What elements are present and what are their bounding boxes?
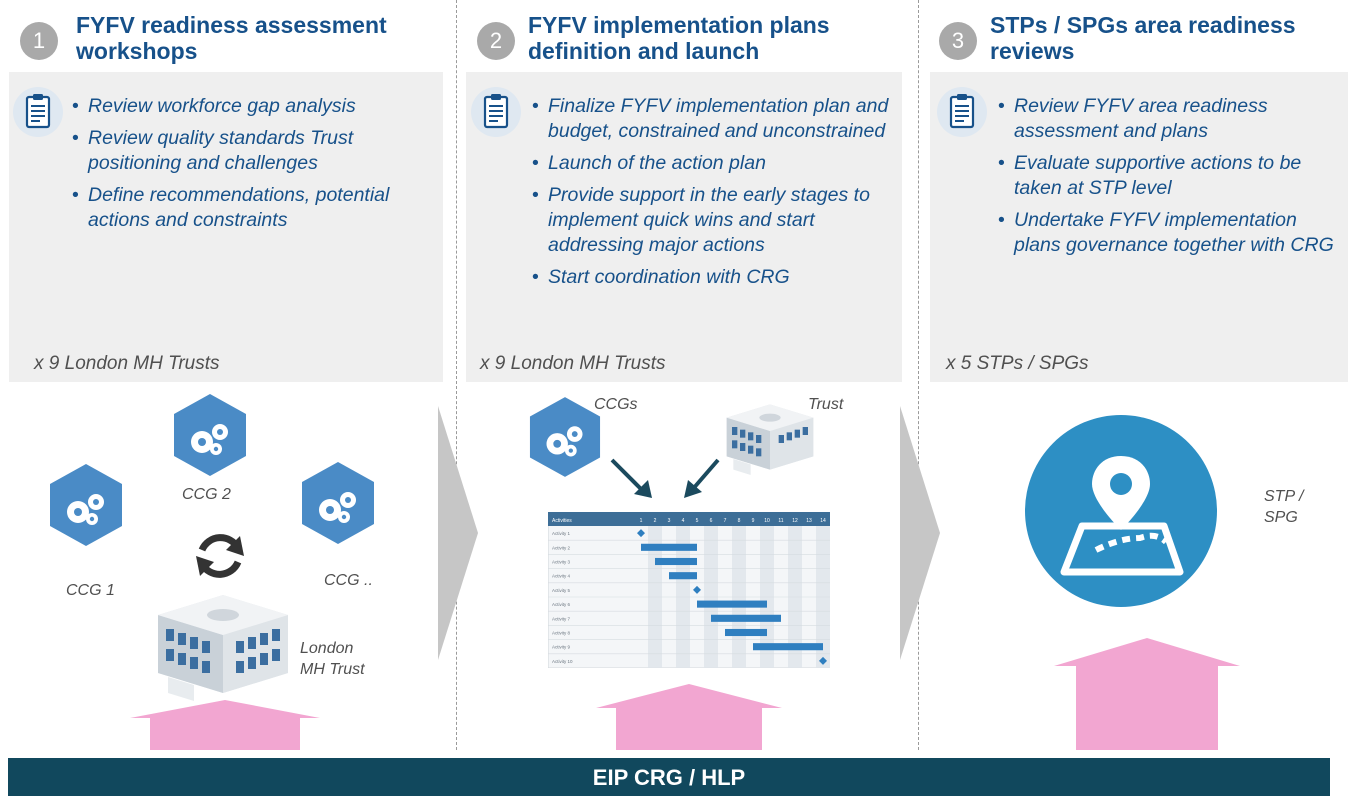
gears-icon: [529, 397, 601, 477]
ccgs-label: CCGs: [594, 396, 638, 413]
gantt-bar: [669, 572, 697, 580]
column-1-title: FYFV readiness assessment workshops: [76, 12, 387, 64]
ccg2-label: CCG 2: [182, 486, 231, 503]
gantt-row-label: Activity 1: [552, 531, 571, 536]
ccg3-label: CCG ..: [324, 572, 373, 589]
stp-spg-label: STP / SPG: [1264, 486, 1303, 528]
column-1-title-line-1: FYFV readiness assessment: [76, 12, 387, 38]
arrows-icon: [610, 458, 720, 498]
gantt-column-label: 1: [640, 518, 643, 524]
column-3-title-line-1: STPs / SPGs area readiness: [990, 12, 1296, 38]
gantt-column-label: 12: [792, 518, 798, 524]
gantt-column-label: 6: [710, 518, 713, 524]
trust-label-line-1: London: [300, 640, 354, 657]
column-2-count: x 9 London MH Trusts: [480, 353, 666, 374]
gantt-column-label: 11: [778, 518, 783, 524]
gantt-bar: [711, 614, 781, 622]
bullet-item: Evaluate supportive actions to be taken …: [998, 151, 1346, 201]
stp-spg-label-line-2: SPG: [1264, 509, 1298, 526]
gantt-row-label: Activity 10: [552, 659, 573, 664]
bullet-item: Start coordination with CRG: [532, 265, 896, 290]
bullet-item: Undertake FYFV implementation plans gove…: [998, 208, 1346, 258]
step-number-2: 2: [477, 22, 515, 60]
column-3-title: STPs / SPGs area readiness reviews: [990, 12, 1296, 64]
column-3-title-line-2: reviews: [990, 38, 1075, 64]
ccg1-label: CCG 1: [66, 582, 115, 599]
column-divider-2: [918, 0, 919, 750]
chevron-right-icon: [900, 406, 940, 660]
gantt-row-label: Activity 8: [552, 631, 571, 636]
clipboard-icon: [937, 87, 987, 137]
bullet-item: Define recommendations, potential action…: [72, 183, 417, 233]
clipboard-icon: [471, 87, 521, 137]
gantt-column-label: 5: [696, 518, 699, 524]
bullet-item: Launch of the action plan: [532, 151, 896, 176]
column-1-title-line-2: workshops: [76, 38, 198, 64]
gantt-column-label: 3: [668, 518, 671, 524]
map-pin-icon: [1025, 415, 1217, 607]
gantt-row-label: Activity 2: [552, 545, 571, 550]
column-2-bullets: Finalize FYFV implementation plan and bu…: [532, 94, 896, 297]
column-divider-1: [456, 0, 457, 750]
gantt-milestone: [637, 529, 645, 538]
column-2-title-line-1: FYFV implementation plans: [528, 12, 830, 38]
gantt-row-label: Activity 3: [552, 560, 571, 565]
column-1-count: x 9 London MH Trusts: [34, 353, 220, 374]
bullet-item: Review workforce gap analysis: [72, 94, 417, 119]
gantt-column-label: 7: [724, 518, 727, 524]
gantt-row-label: Activity 6: [552, 602, 571, 607]
gantt-column-label: 8: [738, 518, 741, 524]
gantt-column-label: 9: [752, 518, 755, 524]
gantt-milestone: [693, 585, 701, 594]
gantt-column-label: 2: [654, 518, 657, 524]
column-3-bullets: Review FYFV area readiness assessment an…: [998, 94, 1346, 265]
column-3-count: x 5 STPs / SPGs: [946, 353, 1089, 374]
refresh-icon: [196, 534, 244, 578]
gantt-row-label: Activity 9: [552, 645, 571, 650]
gears-icon: [50, 464, 122, 546]
bullet-item: Provide support in the early stages to i…: [532, 183, 896, 258]
gantt-milestone: [819, 656, 827, 665]
chevron-right-icon: [438, 406, 478, 660]
column-2-title-line-2: definition and launch: [528, 38, 760, 64]
bullet-item: Finalize FYFV implementation plan and bu…: [532, 94, 896, 144]
up-arrow-icon: [1054, 638, 1240, 750]
column-2-title: FYFV implementation plans definition and…: [528, 12, 830, 64]
gantt-column-label: 10: [764, 518, 770, 524]
gantt-row-label: Activity 7: [552, 616, 571, 621]
gantt-row-label: Activity 5: [552, 588, 571, 593]
gantt-header-label: Activities: [552, 518, 572, 524]
down-arrow-icon: [596, 684, 782, 750]
gantt-bar: [641, 543, 697, 551]
down-arrow-icon: [130, 700, 320, 750]
gears-icon: [174, 394, 246, 476]
hospital-icon: [158, 595, 288, 701]
trust-label: London MH Trust: [300, 638, 365, 680]
gantt-column-label: 14: [820, 518, 826, 524]
column-1-bullets: Review workforce gap analysis Review qua…: [72, 94, 417, 240]
gears-icon: [302, 462, 374, 544]
bullet-item: Review FYFV area readiness assessment an…: [998, 94, 1346, 144]
gantt-bar: [655, 557, 697, 566]
gantt-column-label: 13: [806, 518, 812, 524]
stp-spg-label-line-1: STP /: [1264, 488, 1304, 505]
gantt-header-bar: [548, 512, 830, 526]
footer-banner: EIP CRG / HLP: [8, 758, 1330, 796]
hospital-icon: [726, 404, 814, 475]
trust-label-line-2: MH Trust: [300, 661, 365, 678]
step-number-3: 3: [939, 22, 977, 60]
gantt-bar: [753, 643, 823, 651]
trust-label-2: Trust: [808, 396, 844, 413]
bullet-item: Review quality standards Trust positioni…: [72, 126, 417, 176]
gantt-bar: [725, 628, 767, 637]
gantt-bar: [697, 600, 767, 608]
gantt-row-label: Activity 4: [552, 574, 571, 579]
clipboard-icon: [13, 87, 63, 137]
gantt-column-label: 4: [682, 518, 685, 524]
step-number-1: 1: [20, 22, 58, 60]
